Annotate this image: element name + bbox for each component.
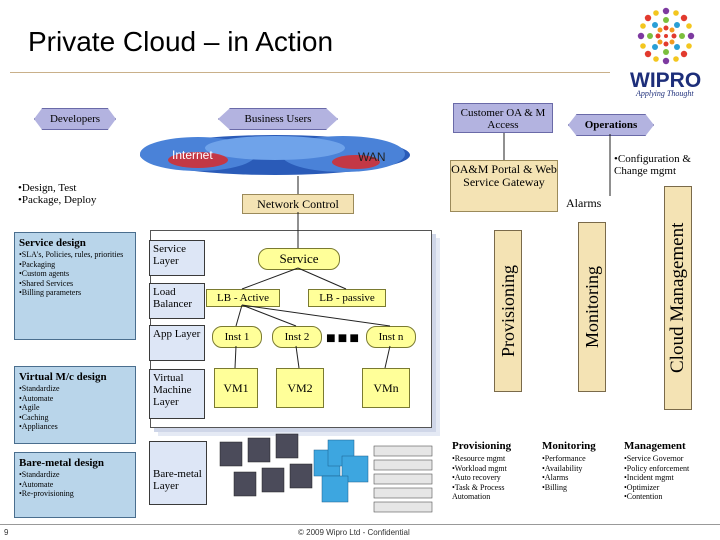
virtual-mc-panel: Virtual M/c design •Standardize •Automat… <box>14 366 136 444</box>
dev-notes: •Design, Test •Package, Deploy <box>18 182 96 206</box>
oam-portal-box: OA&M Portal & Web Service Gateway <box>450 160 558 212</box>
list-item: •Appliances <box>19 422 58 431</box>
logo-tagline: Applying Thought <box>636 89 694 98</box>
list-item: •Service Governor <box>624 454 684 463</box>
service-design-panel: Service design •SLA's, Policies, rules, … <box>14 232 136 340</box>
network-control-box: Network Control <box>242 194 354 214</box>
lb-passive-node: LB - passive <box>308 289 386 307</box>
list-item: •Resource mgmt <box>452 454 506 463</box>
list-item: •Standardize <box>19 384 60 393</box>
bare-metal-title: Bare-metal design <box>19 457 105 469</box>
list-item: •Availability <box>542 463 583 473</box>
vm-2-node: VM2 <box>276 368 324 408</box>
service-layer-box: Service Layer <box>149 240 205 276</box>
provisioning-bar-label: Provisioning <box>498 265 518 358</box>
service-design-list: •SLA's, Policies, rules, priorities •Pac… <box>15 250 135 298</box>
page-number: 9 <box>4 528 9 537</box>
vm-layer-box: Virtual Machine Layer <box>149 369 205 419</box>
cloud-management-bar: Cloud Management <box>664 186 692 410</box>
inst-1-node: Inst 1 <box>212 326 262 348</box>
server-rack-icon <box>219 433 433 513</box>
list-item: •Automate <box>19 479 54 489</box>
monitoring-list: Monitoring •Performance •Availability •A… <box>542 440 612 492</box>
load-balancer-box: Load Balancer <box>149 283 205 319</box>
business-users-label: Business Users <box>218 108 338 130</box>
management-list: Management •Service Governor •Policy enf… <box>624 440 718 502</box>
wipro-logo-icon <box>637 7 695 65</box>
internet-label: Internet <box>172 148 213 162</box>
virtual-mc-title: Virtual M/c design <box>19 371 107 383</box>
list-item: •Policy enforcement <box>624 463 690 473</box>
wan-label: WAN <box>358 150 386 164</box>
alarms-label: Alarms <box>566 196 602 210</box>
list-item: •Alarms <box>542 473 569 482</box>
monitoring-list-title: Monitoring <box>542 440 596 452</box>
customer-access-label: Customer OA & M Access <box>453 103 553 133</box>
service-design-title: Service design <box>19 237 86 249</box>
list-item: •Contention <box>624 492 663 501</box>
slide-title: Private Cloud – in Action <box>28 26 334 57</box>
list-item: •SLA's, Policies, rules, priorities <box>19 250 124 259</box>
bare-metal-panel: Bare-metal design •Standardize •Automate… <box>14 452 136 518</box>
list-item: •Standardize <box>19 470 60 479</box>
list-item: •Auto recovery <box>452 473 501 482</box>
service-node: Service <box>258 248 340 270</box>
list-item: •Re-provisioning <box>19 489 74 498</box>
operations-label: Operations <box>568 114 654 136</box>
dev-note-package: •Package, Deploy <box>18 194 97 206</box>
bare-metal-layer-box: Bare-metal Layer <box>149 441 207 505</box>
provisioning-bar: Provisioning <box>494 230 522 392</box>
list-item: •Incident mgmt <box>624 473 674 482</box>
list-item: •Agile <box>19 403 40 412</box>
monitoring-bar-label: Monitoring <box>582 266 602 349</box>
developers-label: Developers <box>34 108 116 130</box>
list-item: •Packaging <box>19 259 56 269</box>
vm-1-node: VM1 <box>214 368 258 408</box>
list-item: •Shared Services <box>19 278 74 288</box>
footer-text: © 2009 Wipro Ltd - Confidential <box>298 528 410 537</box>
virtual-mc-list: •Standardize •Automate •Agile •Caching •… <box>15 384 135 432</box>
provisioning-list-title: Provisioning <box>452 440 512 452</box>
monitoring-bar: Monitoring <box>578 222 606 392</box>
dev-note-design: •Design, Test <box>18 182 77 194</box>
list-item: •Performance <box>542 454 586 463</box>
management-list-title: Management <box>624 440 686 452</box>
list-item: •Billing <box>542 482 568 492</box>
list-item: •Workload mgmt <box>452 463 507 473</box>
config-note: •Configuration & Change mgmt <box>614 153 691 177</box>
list-item: •Custom agents <box>19 269 70 278</box>
list-item: •Automate <box>19 393 54 403</box>
ellipsis-icon: ■■■ <box>326 330 361 347</box>
cloud-management-bar-label: Cloud Management <box>667 222 688 374</box>
vm-n-node: VMn <box>362 368 410 408</box>
lb-active-node: LB - Active <box>206 289 280 307</box>
footer-rule <box>0 524 720 525</box>
bare-metal-list: •Standardize •Automate •Re-provisioning <box>15 470 135 499</box>
logo-name: WIPRO <box>630 69 702 92</box>
list-item: •Billing parameters <box>19 288 82 297</box>
provisioning-list: Provisioning •Resource mgmt •Workload mg… <box>452 440 534 502</box>
network-cloud-icon <box>140 135 410 175</box>
list-item: •Optimizer <box>624 482 660 492</box>
list-item: •Task & Process Automation <box>452 482 505 502</box>
inst-n-node: Inst n <box>366 326 416 348</box>
list-item: •Caching <box>19 412 49 422</box>
app-layer-box: App Layer <box>149 325 205 361</box>
inst-2-node: Inst 2 <box>272 326 322 348</box>
title-divider <box>10 72 610 73</box>
